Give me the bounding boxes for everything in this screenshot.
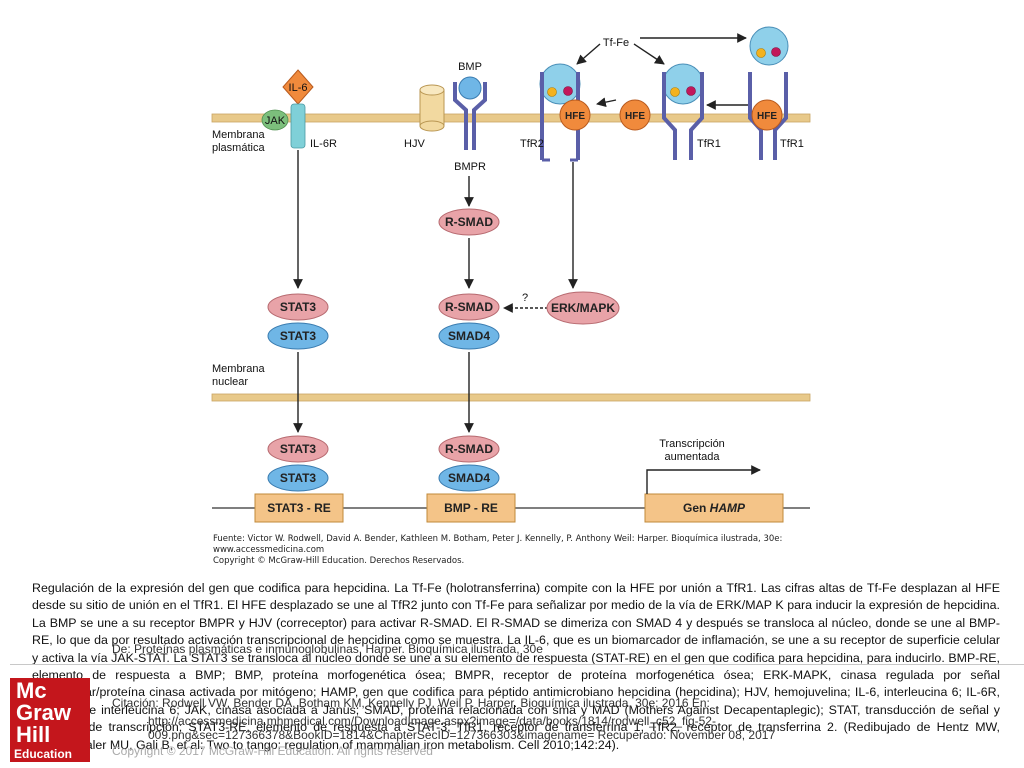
citation-url-2[interactable]: 009.png&sec=127366378&BookID=1814&Chapte… (148, 728, 776, 742)
tfr1-receptor-a (662, 72, 704, 160)
tffe-molecule-tfr2 (539, 63, 581, 105)
il6r-label: IL-6R (310, 138, 337, 150)
hepcidin-regulation-diagram: Membrana plasmática Membrana nuclear IL-… (211, 26, 811, 566)
stat3-re-label: STAT3 - RE (267, 501, 331, 515)
tffe-arrows (576, 33, 748, 110)
signal-arrows (293, 150, 578, 433)
il6-ligand: IL-6 (282, 69, 314, 105)
rsmad-top-label: R-SMAD (445, 215, 493, 229)
tffe-molecule-free (749, 26, 789, 66)
bmp-re-box (426, 493, 516, 523)
bmpr-receptor (453, 82, 487, 150)
figure-caption: Regulación de la expresión del gen que c… (32, 581, 1000, 752)
erk-mapk-label: ERK/MAPK (551, 301, 615, 315)
bmp-ligand (458, 76, 482, 100)
il6-receptor (290, 103, 306, 149)
figure-source-2: www.accessmedicina.com (213, 545, 324, 555)
jak-kinase (261, 109, 289, 131)
stat3-re-box (254, 493, 344, 523)
logo-line-3: Hill (16, 722, 51, 747)
rsmad-cyto (438, 293, 500, 321)
stat3-nuc-1 (267, 435, 329, 463)
transcription-label-1: Transcripción (659, 438, 725, 450)
gen-hamp-box (644, 493, 784, 523)
question-mark: ? (522, 292, 528, 304)
rsmad-cyto-label: R-SMAD (445, 300, 493, 314)
bmp-re-label: BMP - RE (444, 501, 498, 515)
smad4-cyto (438, 322, 500, 350)
stat3-cyto-1-label: STAT3 (280, 300, 317, 314)
hfe-3 (751, 99, 783, 131)
bmp-label: BMP (458, 61, 482, 73)
gen-hamp-label: Gen HAMP (683, 501, 746, 515)
hfe-2 (619, 99, 651, 131)
logo-line-1: Mc (16, 678, 47, 703)
rsmad-nuc (438, 435, 500, 463)
figure-source-3: Copyright © McGraw-Hill Education. Derec… (213, 556, 464, 566)
smad4-nuc-label: SMAD4 (448, 471, 490, 485)
hfe-2-label: HFE (625, 111, 645, 122)
tfr1-a-label: TfR1 (697, 138, 721, 150)
tffe-label: Tf-Fe (603, 37, 629, 49)
stat3-nuc-2 (267, 464, 329, 492)
hjv-coreceptor (419, 84, 445, 132)
plasma-membrane-label-1: Membrana (212, 129, 265, 141)
tffe-molecule-tfr1 (662, 63, 704, 105)
nuclear-membrane-label-2: nuclear (212, 376, 248, 388)
hfe-3-label: HFE (757, 111, 777, 122)
logo-line-4: Education (14, 747, 73, 761)
stat3-cyto-1 (267, 293, 329, 321)
nuclear-membrane-label-1: Membrana (212, 363, 265, 375)
nuclear-membrane (211, 393, 811, 402)
transcription-arrow (646, 465, 761, 494)
stat3-cyto-2-label: STAT3 (280, 329, 317, 343)
hfe-1 (559, 99, 591, 131)
stat3-nuc-1-label: STAT3 (280, 442, 317, 456)
jak-label: JAK (265, 115, 286, 127)
smad4-nuc (438, 464, 500, 492)
smad4-cyto-label: SMAD4 (448, 329, 490, 343)
figure-source-1: Fuente: Victor W. Rodwell, David A. Bend… (213, 534, 782, 544)
tfr1-b-label: TfR1 (780, 138, 804, 150)
mcgraw-hill-logo: Mc Graw Hill Education (10, 678, 90, 762)
citation-url[interactable]: http://accessmedicina.mhmedical.com/Down… (148, 714, 716, 728)
tfr2-label: TfR2 (520, 138, 544, 150)
stat3-cyto-2 (267, 322, 329, 350)
transcription-label-2: aumentada (664, 451, 720, 463)
bmpr-label: BMPR (454, 161, 486, 173)
citation-text: Citación: Rodwell VW, Bender DA, Botham … (112, 696, 710, 710)
erk-mapk (546, 291, 620, 325)
rsmad-top (438, 208, 500, 236)
plasma-membrane (211, 113, 811, 123)
hjv-label: HJV (404, 138, 425, 150)
footer-rule (10, 664, 1024, 665)
il6-label: IL-6 (289, 82, 308, 94)
footer: Mc Graw Hill Education De: Proteínas pla… (0, 642, 1024, 768)
plasma-membrane-label-2: plasmática (212, 142, 265, 154)
rsmad-nuc-label: R-SMAD (445, 442, 493, 456)
logo-line-2: Graw (16, 700, 72, 725)
stat3-nuc-2-label: STAT3 (280, 471, 317, 485)
copyright-notice: Copyright © 2017 McGraw-Hill Education. … (112, 744, 433, 758)
hfe-1-label: HFE (565, 111, 585, 122)
citation-from: De: Proteínas plasmáticas e inmunoglobul… (112, 642, 543, 656)
